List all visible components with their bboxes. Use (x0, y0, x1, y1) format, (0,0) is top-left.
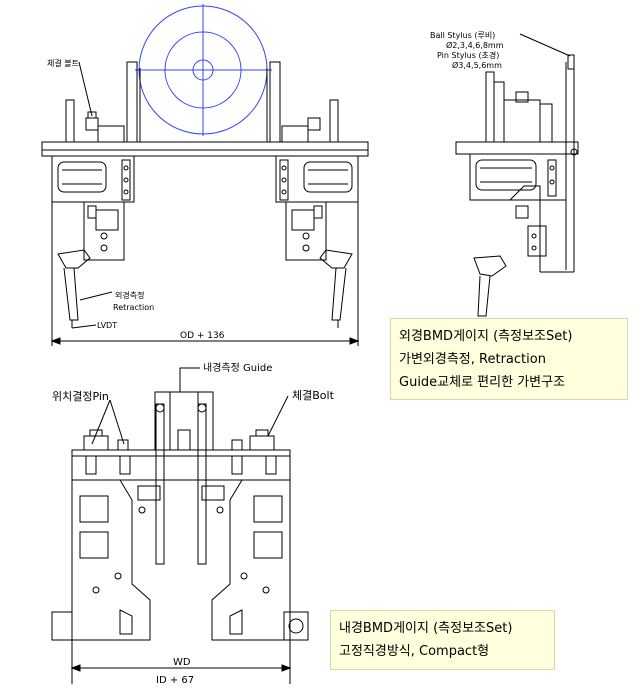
note-outer-line2: 가변외경측정, Retraction (399, 352, 546, 367)
label-ball-stylus: Ball Stylus (루비) (430, 31, 495, 40)
label-clamp-bolt-bottom: 체결Bolt (292, 389, 335, 402)
label-clamp-bolt-top: 체결 볼트 (47, 58, 79, 68)
label-ball-stylus-sizes: Ø2,3,4,6,8mm (446, 40, 504, 50)
note-outer-gauge: 외경BMD게이지 (측정보조Set) 가변외경측정, Retraction Gu… (390, 318, 628, 400)
label-outer-measure: 외경측정 (115, 290, 144, 300)
label-dim-outer: OD + 136 (180, 331, 225, 341)
outer-gauge-side-view (455, 33, 579, 317)
note-outer-line1: 외경BMD게이지 (측정보조Set) (399, 329, 573, 344)
note-inner-line1: 내경BMD게이지 (측정보조Set) (339, 621, 513, 636)
label-dim-wd: WD (173, 657, 191, 668)
label-pin-stylus-sizes: Ø3,4,5,6mm (452, 60, 502, 70)
note-inner-line2: 고정직경방식, Compact형 (339, 644, 490, 659)
label-dim-inner: ID + 67 (156, 675, 194, 686)
note-inner-gauge: 내경BMD게이지 (측정보조Set) 고정직경방식, Compact형 (330, 610, 555, 670)
outer-gauge-front-view (41, 4, 369, 346)
label-lvdt: LVDT (97, 321, 117, 330)
note-outer-line3: Guide교체로 편리한 가변구조 (399, 375, 566, 390)
inner-gauge-view (51, 367, 309, 684)
label-position-pin: 위치결정Pin (52, 390, 109, 403)
label-pin-stylus: Pin Stylus (초경) (437, 50, 499, 60)
label-retraction: Retraction (113, 303, 154, 312)
workpiece-circles (135, 4, 272, 136)
label-inner-guide: 내경측정 Guide (203, 361, 272, 374)
